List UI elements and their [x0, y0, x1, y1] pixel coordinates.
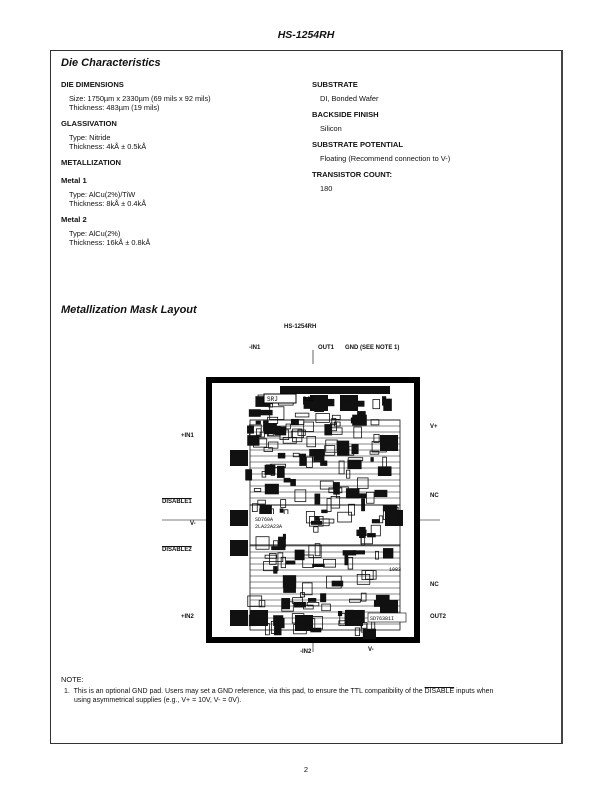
die-characteristics-title: Die Characteristics: [61, 57, 161, 69]
pin-vplus: V+: [430, 424, 438, 430]
note-line2: using asymmetrical supplies (e.g., V+ = …: [74, 697, 242, 704]
note-text-end: inputs when: [454, 688, 494, 695]
section-heading: Metal 2: [61, 215, 87, 224]
die-mark-rjd: RJD: [303, 396, 314, 403]
pin-vminus-bottom: V-: [368, 647, 374, 653]
section-line: Type: AlCu(2%): [69, 229, 121, 238]
pin-in2-neg: -IN2: [300, 649, 312, 655]
section-body: Type: AlCu(2%)Thickness: 16kÅ ± 0.8kÅ: [69, 229, 301, 247]
section-line: Thickness: 483µm (19 mils): [69, 103, 160, 112]
section-line: Thickness: 4kÅ ± 0.5kÅ: [69, 142, 147, 151]
section-line: Silicon: [320, 124, 342, 133]
section-line: DI, Bonded Wafer: [320, 94, 379, 103]
note-number: 1.: [64, 688, 70, 695]
note-label: NOTE:: [61, 675, 84, 684]
section-line: Thickness: 16kÅ ± 0.8kÅ: [69, 238, 151, 247]
section-line: Thickness: 8kÅ ± 0.4kÅ: [69, 199, 147, 208]
section-body: Floating (Recommend connection to V-): [320, 154, 552, 163]
pin-disable2: DISABLE2: [162, 547, 192, 553]
section-line: 180: [320, 184, 333, 193]
die-mark-sd760a: SD760A: [255, 517, 273, 523]
die-mark-sd76381: SD76381I: [370, 616, 394, 622]
die-left-column: DIE DIMENSIONS Size: 1750µm x 2330µm (69 …: [61, 80, 301, 254]
die-mark-srj: SRJ: [267, 396, 278, 403]
section-heading: GLASSIVATION: [61, 119, 117, 128]
die-mark-1083: 1083: [389, 567, 401, 573]
section-heading: Metal 1: [61, 176, 87, 185]
section-body: 180: [320, 184, 552, 193]
section-line: Type: Nitride: [69, 133, 111, 142]
section-body: DI, Bonded Wafer: [320, 94, 552, 103]
section-heading: METALLIZATION: [61, 158, 122, 167]
section-heading: DIE DIMENSIONS: [61, 80, 124, 89]
pin-in1-pos: +IN1: [181, 433, 194, 439]
note-text: This is an optional GND pad. Users may s…: [73, 688, 425, 695]
content-frame: [50, 50, 563, 744]
die-mask-image: SRJ RJD SD760A 2LA22A23A 1083 SD76381I: [162, 350, 440, 652]
pin-out1: OUT1: [318, 345, 335, 351]
section-line: Type: AlCu(2%)/TiW: [69, 190, 136, 199]
mask-part-number: HS-1254RH: [284, 324, 317, 330]
pin-disable1: DISABLE1: [162, 499, 192, 505]
section-heading: SUBSTRATE: [312, 80, 358, 89]
page-number: 2: [303, 765, 309, 774]
section-heading: BACKSIDE FINISH: [312, 110, 379, 119]
note-1: 1. This is an optional GND pad. Users ma…: [64, 687, 554, 705]
pin-nc1: NC: [430, 493, 439, 499]
section-line: Size: 1750µm x 2330µm (69 mils x 92 mils…: [69, 94, 211, 103]
pin-gnd: GND (SEE NOTE 1): [345, 345, 400, 351]
pin-nc2: NC: [430, 582, 439, 588]
pin-in1-neg: -IN1: [249, 345, 261, 351]
pin-vminus-left: V-: [190, 521, 196, 527]
section-body: Silicon: [320, 124, 552, 133]
mask-layout-title: Metallization Mask Layout: [61, 304, 197, 316]
die-mark-lot: 2LA22A23A: [255, 524, 282, 530]
section-heading: TRANSISTOR COUNT:: [312, 170, 393, 179]
section-line: Floating (Recommend connection to V-): [320, 154, 451, 163]
section-body: Size: 1750µm x 2330µm (69 mils x 92 mils…: [69, 94, 301, 112]
section-heading: SUBSTRATE POTENTIAL: [312, 140, 403, 149]
pin-out2: OUT2: [430, 614, 447, 620]
note-disable-word: DISABLE: [424, 688, 455, 695]
pin-in2-pos: +IN2: [181, 614, 194, 620]
page-header: HS-1254RH: [277, 29, 335, 41]
